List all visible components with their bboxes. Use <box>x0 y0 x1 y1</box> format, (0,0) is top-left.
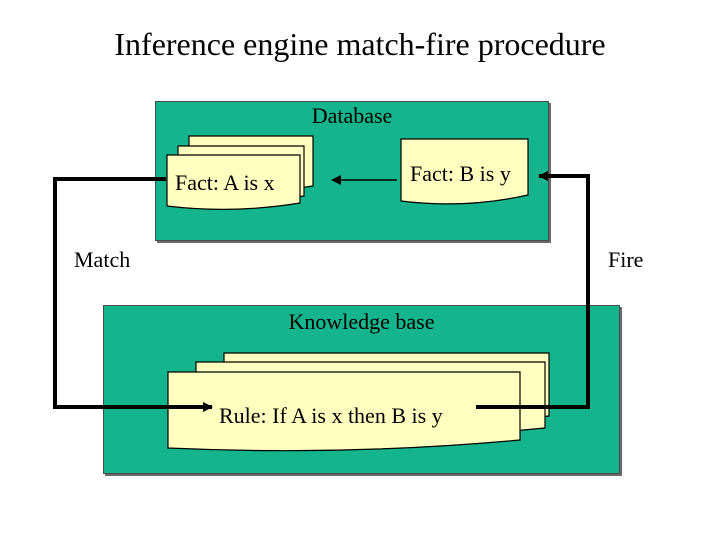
database-label: Database <box>311 103 393 128</box>
fact-a-text: Fact: A is x <box>175 170 275 195</box>
fact-b-text: Fact: B is y <box>410 161 511 186</box>
fact-a-card-front <box>166 154 301 210</box>
fact-a-card-stack: Fact: A is x <box>166 135 314 210</box>
fire-arrow <box>476 171 590 409</box>
match-label: Match <box>74 247 131 272</box>
match-arrow <box>53 177 213 412</box>
rule-card-front <box>167 371 521 452</box>
fact-b-card: Fact: B is y <box>400 138 529 205</box>
diagram-title: Inference engine match-fire procedure <box>114 26 606 62</box>
knowledge-base-label: Knowledge base <box>288 309 435 334</box>
fire-label: Fire <box>608 247 644 272</box>
rule-text: Rule: If A is x then B is y <box>219 403 443 428</box>
rule-card-stack: Rule: If A is x then B is y <box>167 352 550 452</box>
